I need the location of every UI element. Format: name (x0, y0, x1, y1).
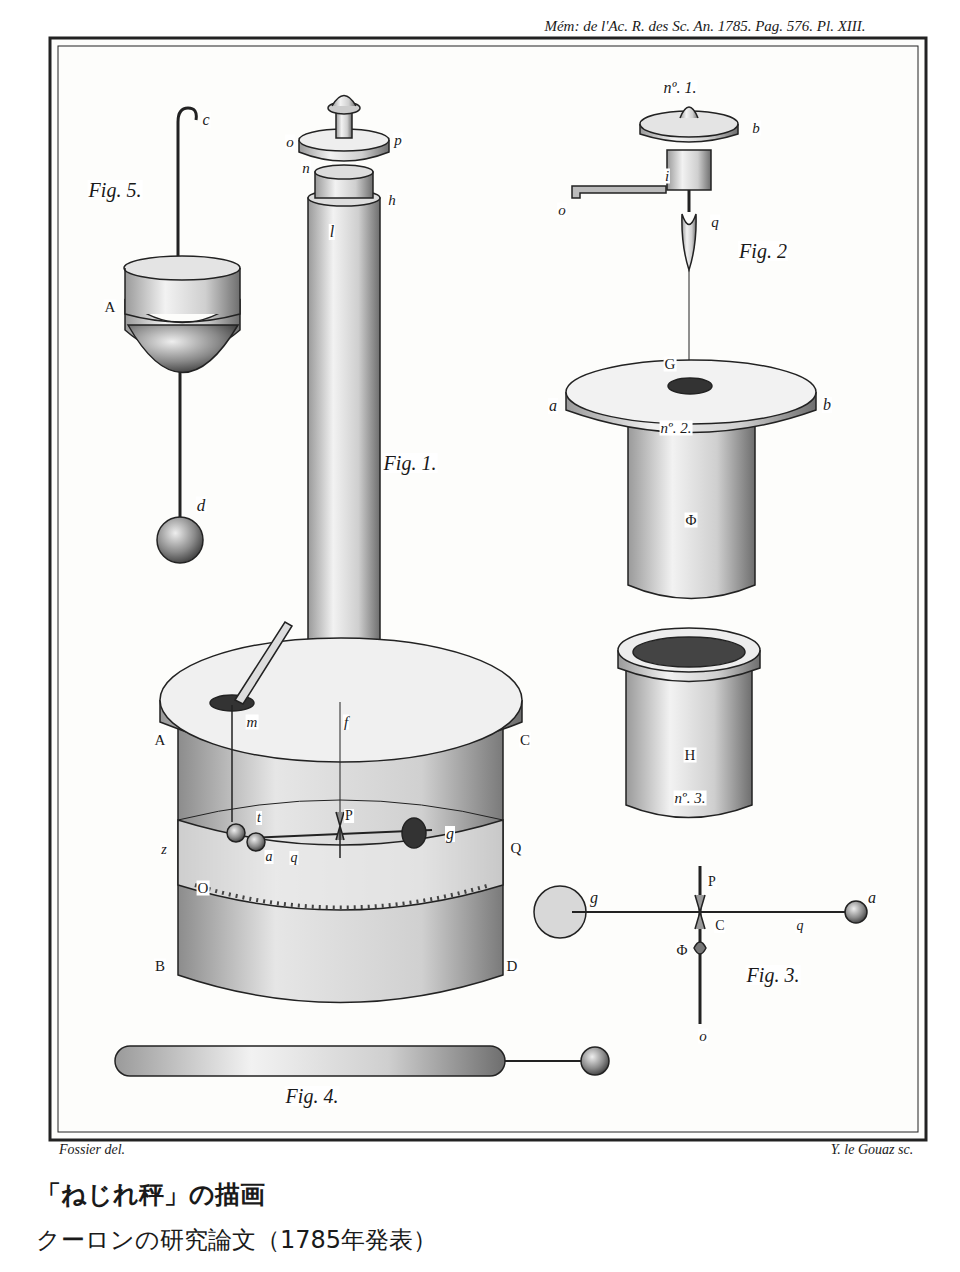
figure-number: Fig. 3. (746, 965, 801, 985)
part-letter: Φ (676, 943, 689, 958)
part-letter: g (445, 826, 455, 842)
figure-caption: クーロンの研究論文（1785年発表） (36, 1224, 437, 1256)
part-letter: i (664, 169, 670, 184)
part-letter: l (329, 224, 335, 240)
fig3-needle (534, 866, 867, 1024)
fig4-charging-rod (115, 1046, 609, 1076)
figure-title: 「ねじれ秤」の描画 (36, 1178, 265, 1211)
part-letter: q (710, 215, 720, 230)
part-letter: P (344, 809, 354, 823)
part-letter: z (160, 843, 167, 857)
part-letter: Φ (685, 513, 698, 528)
part-letter: nº. 2. (660, 421, 693, 436)
part-letter: nº. 3. (674, 791, 707, 806)
part-letter: g (589, 890, 599, 906)
part-letter: d (196, 497, 207, 514)
part-letter: b (751, 121, 761, 136)
part-letter: o (285, 135, 295, 150)
part-letter: A (154, 733, 167, 748)
part-letter: o (557, 203, 567, 218)
part-letter: nº. 1. (663, 80, 698, 96)
figure-number: Fig. 1. (383, 453, 438, 473)
figure-number: Fig. 2 (738, 241, 788, 261)
plate-header: Mém: de l'Ac. R. des Sc. An. 1785. Pag. … (543, 19, 866, 34)
part-letter: A (104, 300, 117, 315)
part-letter: a (548, 398, 558, 414)
fig5-pendulum (124, 108, 240, 563)
part-letter: p (393, 133, 403, 148)
fig2-vessel-h (618, 628, 760, 818)
part-letter: f (343, 715, 349, 730)
part-letter: a (265, 850, 274, 864)
part-letter: b (822, 397, 832, 413)
part-letter: H (684, 748, 697, 763)
part-letter: o (698, 1029, 708, 1044)
part-letter: O (197, 881, 210, 896)
part-letter: C (519, 733, 531, 748)
part-letter: q (290, 851, 299, 865)
part-letter: c (201, 112, 210, 128)
plate-frame-inner (58, 46, 918, 1132)
part-letter: G (664, 357, 677, 372)
figure-number: Fig. 5. (88, 180, 143, 200)
part-letter: Q (510, 841, 523, 856)
part-letter: n (301, 161, 311, 176)
part-letter: B (154, 959, 166, 974)
part-letter: Fossier del. (58, 1143, 126, 1157)
figure-number: Fig. 4. (285, 1086, 340, 1106)
part-letter: P (707, 875, 717, 889)
part-letter: D (506, 959, 519, 974)
part-letter: m (246, 715, 259, 730)
fig2-micrometer-head (566, 107, 816, 599)
part-letter: C (714, 919, 725, 933)
part-letter: q (796, 919, 805, 933)
fig1-column (299, 96, 389, 708)
part-letter: a (867, 890, 877, 906)
part-letter: Y. le Gouaz sc. (830, 1143, 914, 1157)
part-letter: h (387, 193, 397, 208)
plate-frame (50, 38, 926, 1140)
fig1-glass-case (160, 622, 522, 1003)
part-letter: t (256, 811, 262, 825)
